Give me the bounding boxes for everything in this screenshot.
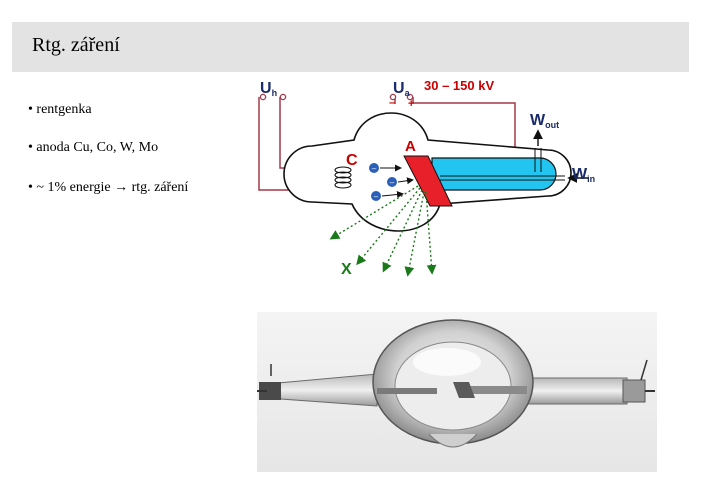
terminals xyxy=(259,93,414,101)
cooling-channel xyxy=(431,157,557,191)
electron-beam xyxy=(369,163,414,201)
ua-label: Ua xyxy=(393,80,411,98)
electron-sign: – xyxy=(374,192,379,201)
plus-sign: + xyxy=(408,98,414,110)
anode-target xyxy=(403,155,453,207)
xray-label: X xyxy=(341,261,352,278)
anode-label: A xyxy=(405,138,416,155)
bullet-anoda: • anoda Cu, Co, W, Mo xyxy=(28,140,159,155)
xray-tube-diagram: – – – Uh Ua 30 – 150 kV – + Wout Win C A… xyxy=(258,78,595,278)
voltage-label: 30 – 150 kV xyxy=(424,78,494,93)
electron-sign: – xyxy=(372,164,377,173)
electron-sign: – xyxy=(390,178,395,187)
title-bar: Rtg. záření xyxy=(12,22,689,72)
slide-title: Rtg. záření xyxy=(32,34,120,56)
xray-rays xyxy=(329,185,437,277)
xray-tube-photo xyxy=(257,312,657,472)
cathode-filament-icon xyxy=(334,166,352,189)
minus-sign: – xyxy=(389,97,395,109)
bullet-rentgenka: • rentgenka xyxy=(28,102,92,117)
uh-label: Uh xyxy=(260,80,277,98)
win-label: Win xyxy=(572,166,595,184)
wout-label: Wout xyxy=(530,112,559,130)
bullet-energie: • ~ 1% energie → rtg. záření xyxy=(28,180,189,195)
cathode-label: C xyxy=(346,152,358,169)
